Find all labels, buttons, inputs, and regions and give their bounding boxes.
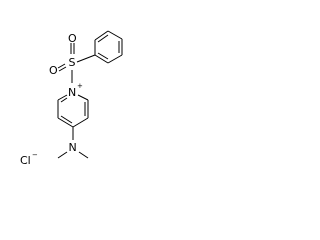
pyridinium-ring <box>57 94 89 128</box>
bond-s-o-left-double <box>58 66 67 72</box>
bond-s-phenyl <box>76 54 96 63</box>
bond <box>94 54 109 64</box>
pyridinium-nitrogen-label: N <box>68 86 76 99</box>
bond <box>94 30 109 41</box>
bond <box>57 94 68 101</box>
bond <box>72 117 89 128</box>
double-bond-inner <box>60 97 68 103</box>
bond <box>57 117 74 128</box>
sulfur-atom-label: S <box>69 56 76 69</box>
double-bond-inner <box>97 52 109 60</box>
nitrogen-charge-label: + <box>77 82 83 90</box>
double-bond-inner <box>60 115 73 124</box>
bond <box>77 94 89 101</box>
double-bond-inner <box>97 34 109 43</box>
oxygen-left-label: O <box>49 64 58 77</box>
amine-nitrogen-label: N <box>69 141 77 154</box>
bond <box>107 30 123 40</box>
oxygen-top-label: O <box>68 32 77 45</box>
bond-n-methyl-right <box>78 151 89 159</box>
chlorine-label: Cl <box>20 154 31 167</box>
phenyl-ring <box>94 30 123 64</box>
bond-n-methyl-left <box>57 151 68 159</box>
structure-canvas: S O O N + N Cl − <box>0 0 155 187</box>
chloride-charge-label: − <box>32 151 38 159</box>
bond <box>107 54 123 64</box>
bond-s-o-left <box>57 63 66 69</box>
molecule-drawing: S O O N + N Cl − <box>20 30 123 167</box>
